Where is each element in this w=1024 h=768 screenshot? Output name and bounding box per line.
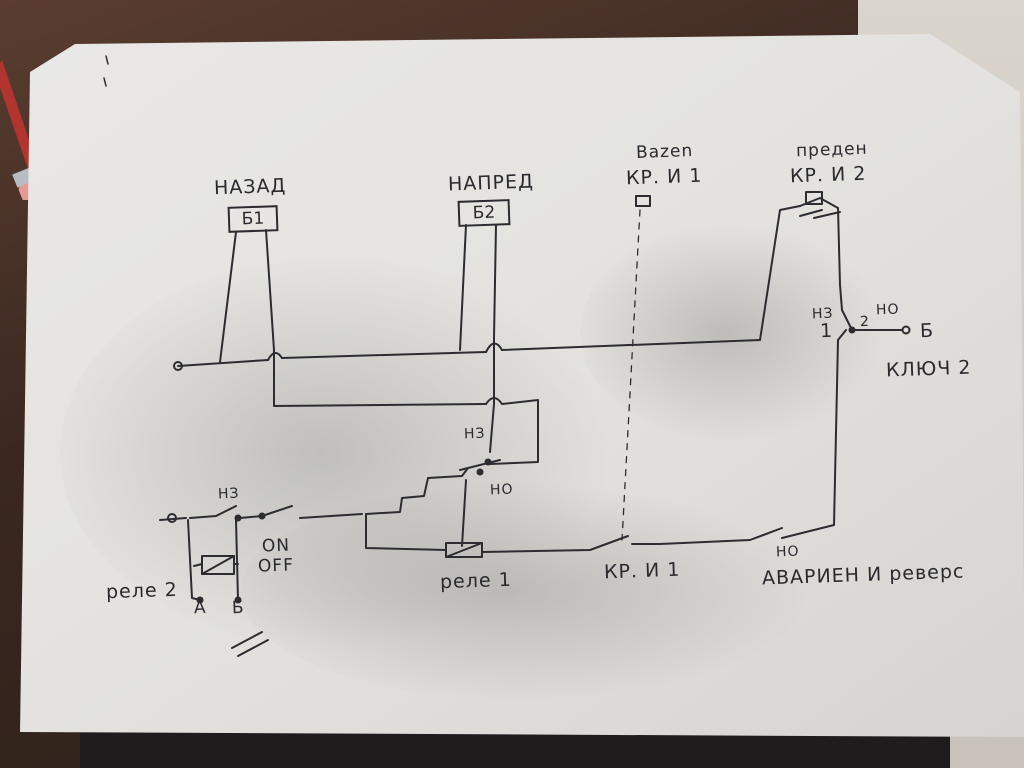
no-right-label: НО (875, 301, 900, 319)
preden-label: преден (795, 138, 869, 162)
off-label: OFF (257, 555, 295, 577)
kr-i2-label: КР. И 2 (789, 162, 867, 188)
rele2-label: реле 2 (105, 578, 179, 604)
nz-relay1-label: НЗ (463, 425, 486, 443)
kr-i1-bottom-label: КР. И 1 (603, 558, 681, 584)
b1-label: Б1 (241, 208, 265, 230)
rele1-label: реле 1 (439, 568, 513, 594)
kr-i1-top-label: КР. И 1 (625, 164, 703, 190)
terminal-b-label: Б (231, 597, 246, 619)
no-bottom-label: НО (775, 543, 800, 561)
one-right-label: 1 (819, 319, 834, 343)
two-right-label: 2 (859, 313, 871, 331)
nz-left-label: НЗ (217, 485, 240, 503)
b2-label: Б2 (472, 202, 496, 224)
klyuch2-label: КЛЮЧ 2 (885, 356, 972, 382)
vazen-label: Bazen (635, 141, 694, 163)
battery-b2-box: Б2 (457, 199, 511, 227)
nazad-label: НАЗАД (213, 174, 287, 200)
battery-b1-box: Б1 (227, 205, 279, 233)
no-relay1-label: НО (489, 481, 514, 499)
paper-sheet (20, 34, 1024, 737)
terminal-a-label: А (193, 597, 207, 619)
on-label: ON (261, 535, 291, 557)
napred-label: НАПРЕД (447, 170, 535, 196)
b-terminal-label: Б (919, 319, 935, 343)
